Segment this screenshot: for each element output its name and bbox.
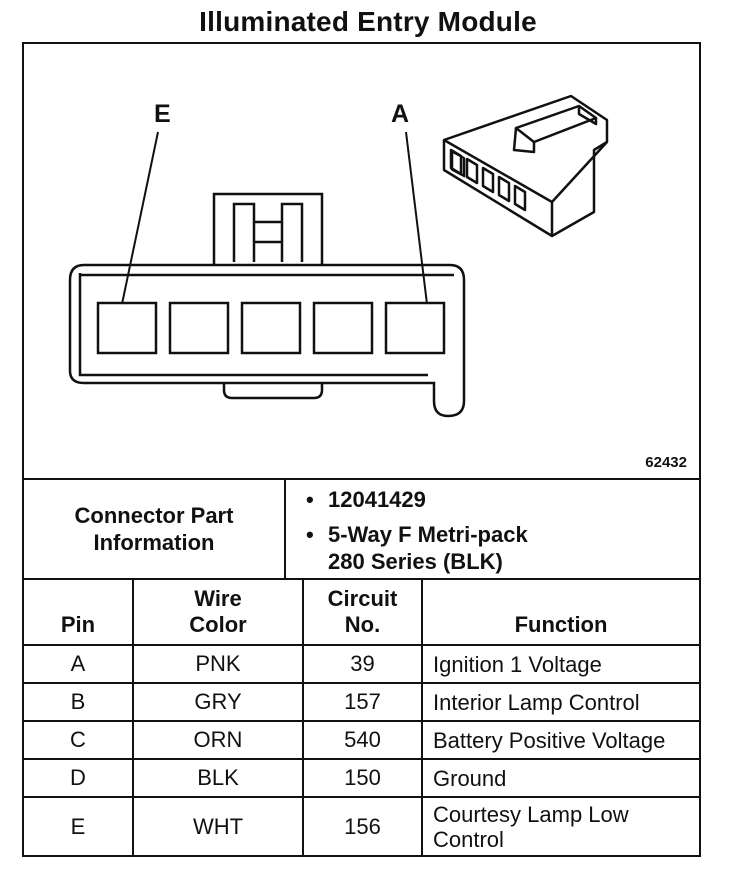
cell-pin: C — [24, 720, 134, 760]
cell-pin: A — [24, 644, 134, 684]
part-description: 5-Way F Metri-pack 280 Series (BLK) — [306, 521, 699, 575]
cavity-e — [96, 301, 158, 355]
cell-circuit: 540 — [302, 720, 423, 760]
header-function: Function — [421, 580, 699, 646]
connector-info-label: Connector Part Information — [24, 480, 286, 578]
pin-leader-lines — [121, 131, 428, 305]
cell-wire: GRY — [132, 682, 304, 722]
table-row: A PNK 39 Ignition 1 Voltage — [24, 644, 699, 684]
header-pin: Pin — [24, 580, 134, 646]
part-number: 12041429 — [306, 486, 699, 513]
info-label-line2: Information — [93, 530, 215, 555]
cell-wire: PNK — [132, 644, 304, 684]
figure-number: 62432 — [645, 454, 687, 471]
description-line1: 5-Way F Metri-pack — [328, 522, 528, 547]
table-row: C ORN 540 Battery Positive Voltage — [24, 720, 699, 760]
cell-circuit: 157 — [302, 682, 423, 722]
pinout-table: Pin Wire Color Circuit No. Function A PN… — [24, 580, 699, 856]
connector-drawing — [68, 94, 609, 418]
header-circuit-no: Circuit No. — [302, 580, 423, 646]
page-title: Illuminated Entry Module — [199, 6, 537, 37]
info-label-line1: Connector Part — [74, 503, 234, 528]
table-row: E WHT 156 Courtesy Lamp Low Control — [24, 796, 699, 856]
cavity-d — [168, 301, 230, 355]
connector-sheet: E A 62432 Connector Part Information 120… — [22, 42, 701, 857]
cell-function: Ground — [421, 758, 699, 798]
connector-part-info: Connector Part Information 12041429 5-Wa… — [24, 480, 699, 580]
cell-circuit: 39 — [302, 644, 423, 684]
pin-cavities — [96, 301, 446, 355]
cell-pin: B — [24, 682, 134, 722]
table-row: D BLK 150 Ground — [24, 758, 699, 798]
connector-body — [68, 263, 466, 418]
cell-function: Interior Lamp Control — [421, 682, 699, 722]
cell-function: Battery Positive Voltage — [421, 720, 699, 760]
connector-3d-view — [442, 94, 609, 238]
cell-circuit: 150 — [302, 758, 423, 798]
function-line1: Courtesy Lamp Low — [433, 802, 629, 827]
description-line2: 280 Series (BLK) — [328, 549, 503, 574]
pin-label-e: E — [154, 100, 171, 128]
table-row: B GRY 157 Interior Lamp Control — [24, 682, 699, 722]
header-wire-line1: Wire — [194, 586, 242, 611]
cell-pin: D — [24, 758, 134, 798]
pin-label-a: A — [391, 100, 410, 128]
cell-function: Ignition 1 Voltage — [421, 644, 699, 684]
cell-pin: E — [24, 796, 134, 856]
header-wire-line2: Color — [189, 612, 247, 637]
cavity-a — [384, 301, 446, 355]
table-header-row: Pin Wire Color Circuit No. Function — [24, 580, 699, 646]
cell-wire: ORN — [132, 720, 304, 760]
cell-function: Courtesy Lamp Low Control — [421, 796, 699, 856]
cell-wire: WHT — [132, 796, 304, 856]
cavity-b — [312, 301, 374, 355]
cell-wire: BLK — [132, 758, 304, 798]
function-line2: Control — [433, 827, 504, 852]
connector-latch — [212, 192, 324, 264]
cell-circuit: 156 — [302, 796, 423, 856]
cavity-c — [240, 301, 302, 355]
connector-diagram: E A 62432 — [24, 44, 699, 480]
connector-info-values: 12041429 5-Way F Metri-pack 280 Series (… — [286, 480, 699, 578]
header-circuit-line2: No. — [344, 612, 381, 637]
header-circuit-line1: Circuit — [327, 586, 398, 611]
header-wire-color: Wire Color — [132, 580, 304, 646]
